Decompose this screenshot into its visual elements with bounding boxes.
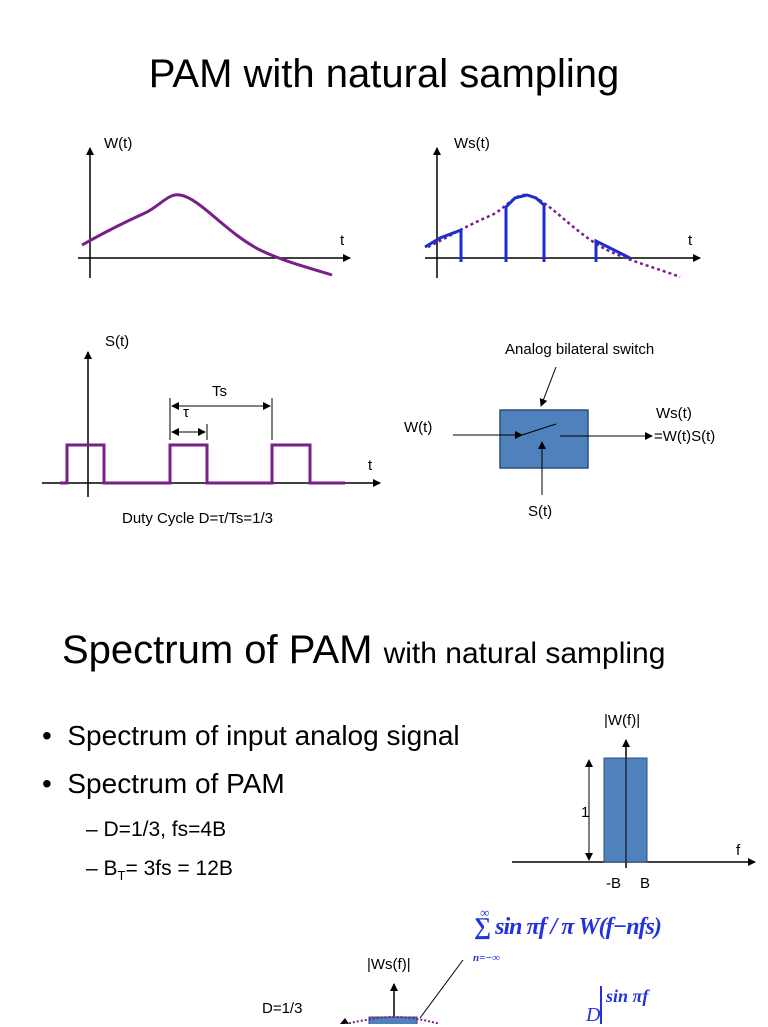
switch-title: Analog bilateral switch — [505, 341, 655, 358]
wst-envelope — [427, 193, 681, 279]
wt-label: W(t) — [104, 135, 133, 152]
switch-block — [453, 366, 653, 495]
slide2-title: Spectrum of PAM with natural sampling — [62, 628, 665, 673]
pos-b-label: B — [640, 875, 651, 892]
tau-label: τ — [183, 404, 189, 421]
wf-label: |W(f)| — [604, 712, 641, 729]
wsf-label: |Ws(f)| — [367, 956, 411, 973]
switch-control-label: S(t) — [528, 503, 553, 520]
st-pulse-train — [60, 443, 345, 485]
slide2-title-sub: with natural sampling — [383, 637, 666, 670]
slide2-title-main: Spectrum of PAM — [62, 628, 373, 672]
wf-plot — [512, 739, 756, 868]
switch-output-label-1: Ws(t) — [656, 405, 692, 422]
sub-bullet-2: – BT= 3fs = 12B — [86, 857, 233, 884]
wf-f-label: f — [736, 842, 741, 859]
wst-plot — [424, 147, 701, 279]
wsf-plot — [340, 959, 464, 1024]
wt-plot — [78, 147, 351, 278]
slide1-title: PAM with natural sampling — [148, 52, 620, 96]
st-plot — [42, 351, 381, 497]
wsf-d-label: D=1/3 — [262, 1000, 303, 1017]
formula-2-d: D — [586, 1004, 601, 1026]
switch-input-label: W(t) — [404, 419, 433, 436]
formula-2-bar — [600, 986, 602, 1024]
wt-t-label: t — [340, 232, 345, 249]
st-label: S(t) — [105, 333, 130, 350]
wst-label: Ws(t) — [454, 135, 490, 152]
bt-symbol: B — [103, 857, 118, 880]
formula-2-sin: sin πf — [606, 986, 649, 1006]
duty-cycle-label: Duty Cycle D=τ/Ts=1/3 — [122, 510, 273, 527]
bullet-2: • Spectrum of PAM — [42, 768, 285, 799]
ts-label: Ts — [212, 383, 227, 400]
switch-box — [499, 409, 589, 469]
wf-one-label: 1 — [581, 804, 590, 821]
wst-t-label: t — [688, 232, 693, 249]
st-t-label: t — [368, 457, 373, 474]
formula-1: ∑ sin πf / π W(f−nfs) — [474, 914, 662, 940]
wst-samples — [424, 193, 631, 262]
bullet-2-text: Spectrum of PAM — [67, 768, 285, 799]
formula-1-n: n=−∞ — [473, 952, 500, 964]
bt-value: = 3fs = 12B — [125, 857, 233, 880]
switch-output-label-2: =W(t)S(t) — [654, 428, 716, 445]
wt-curve — [81, 193, 333, 277]
bullet-1-text: Spectrum of input analog signal — [67, 720, 460, 751]
sub-bullet-1-text: D=1/3, fs=4B — [103, 818, 227, 841]
bt-subscript: T — [117, 868, 126, 884]
formula-1-inf: ∞ — [480, 905, 490, 920]
neg-b-label: -B — [606, 875, 621, 892]
bullet-1: • Spectrum of input analog signal — [42, 720, 460, 751]
sub-bullet-1: – D=1/3, fs=4B — [86, 818, 227, 841]
